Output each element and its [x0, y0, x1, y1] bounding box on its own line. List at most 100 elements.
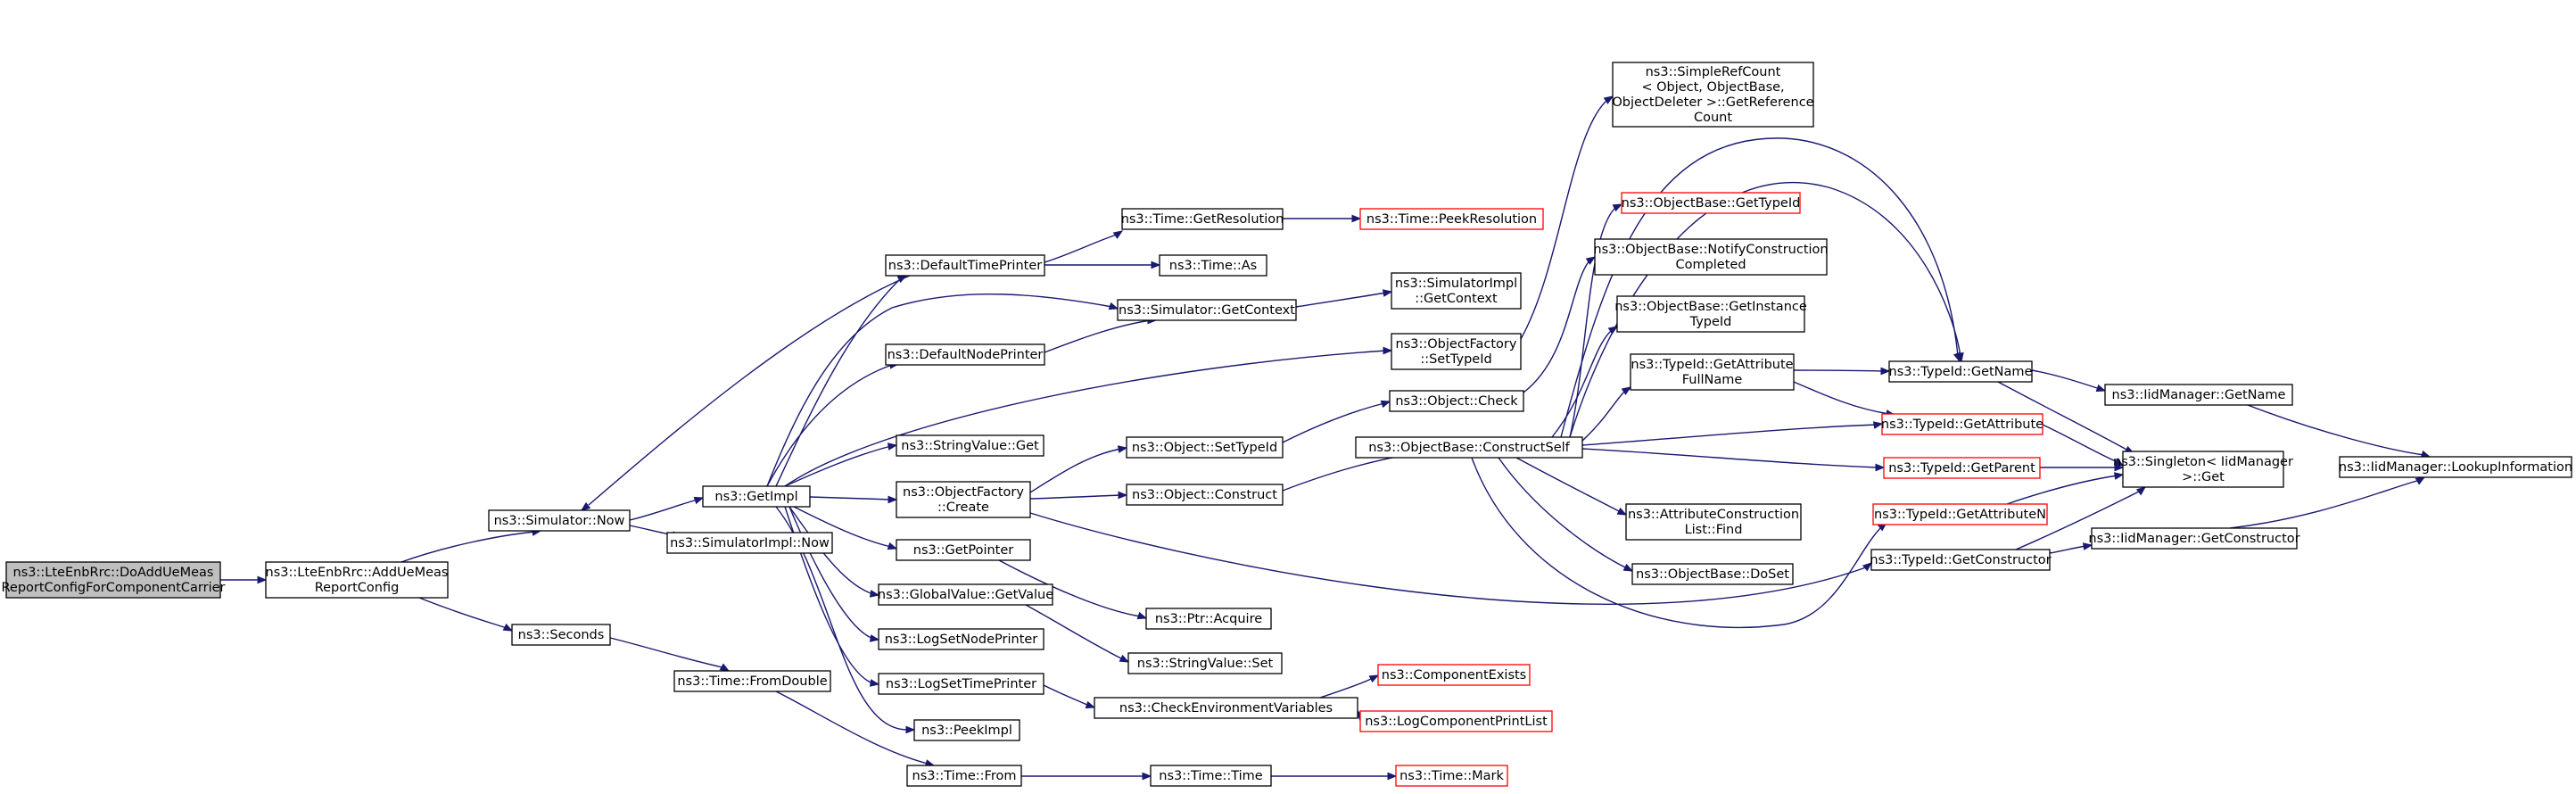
node-timeFrom[interactable]: ns3::Time::From: [906, 765, 1022, 787]
node-tidGetParent[interactable]: ns3::TypeId::GetParent: [1883, 457, 2041, 479]
edge-constructSelf-tidGetAttrFull: [1581, 390, 1626, 442]
arrowhead-seconds-fromDouble: [719, 663, 731, 672]
node-iidLookup[interactable]: ns3::IidManager::LookupInformation: [2339, 456, 2572, 478]
arrowhead-constructSelf-tidGetAttr: [1872, 421, 1884, 429]
node-box: [5, 561, 221, 599]
arrowhead-constructSelf-tidGetAttrFull: [1621, 386, 1632, 395]
node-objFactSetTypeId[interactable]: ns3::ObjectFactory::SetTypeId: [1391, 333, 1522, 370]
node-box: [913, 719, 1020, 741]
node-box: [1616, 295, 1805, 333]
arrowhead-constructSelf-tidGetParent: [1875, 463, 1886, 472]
node-logSetTime[interactable]: ns3::LogSetTimePrinter: [878, 673, 1044, 695]
node-simImplGetContext[interactable]: ns3::SimulatorImpl::GetContext: [1391, 272, 1522, 310]
arrowhead-defTimePrinter-timeAs: [1151, 261, 1161, 269]
node-label: ns3::Time::As: [1169, 259, 1257, 273]
node-box: [878, 628, 1044, 650]
node-box: [511, 624, 611, 646]
node-box: [1594, 238, 1828, 276]
node-seconds[interactable]: ns3::Seconds: [511, 624, 611, 646]
edge-objCheck-obNotify: [1523, 260, 1590, 393]
node-componentExists[interactable]: ns3::ComponentExists: [1377, 664, 1531, 686]
node-refCount[interactable]: ns3::SimpleRefCount< Object, ObjectBase,…: [1612, 62, 1814, 128]
arrowhead-objCheck-obNotify: [1585, 256, 1597, 265]
node-label: ns3::TypeId::GetAttribute: [1631, 358, 1793, 372]
node-singletonGet[interactable]: ns3::Singleton< IidManager>::Get: [2113, 451, 2293, 488]
node-constructSelf[interactable]: ns3::ObjectBase::ConstructSelf: [1355, 436, 1583, 459]
node-tidGetAttrN[interactable]: ns3::TypeId::GetAttributeN: [1872, 503, 2048, 525]
edge-objFactCreate-objSetTypeId: [1029, 448, 1122, 493]
node-objSetTypeId[interactable]: ns3::Object::SetTypeId: [1126, 436, 1284, 459]
node-box: [1094, 697, 1358, 719]
node-label: ns3::Time::FromDouble: [677, 674, 827, 689]
edge-getImpl-simNow: [588, 275, 911, 506]
node-objConstruct[interactable]: ns3::Object::Construct: [1126, 484, 1284, 506]
arrowhead-objFactCreate-objConstruct: [1118, 491, 1128, 500]
node-label: ::SetTypeId: [1420, 352, 1491, 367]
node-fromDouble[interactable]: ns3::Time::FromDouble: [673, 670, 831, 692]
node-box: [1150, 765, 1272, 787]
node-objFactCreate[interactable]: ns3::ObjectFactory::Create: [896, 481, 1031, 518]
node-simImplNow[interactable]: ns3::SimulatorImpl::Now: [666, 532, 833, 554]
arrowhead-tidGetConstructor-iidGetConstructor: [2082, 542, 2093, 550]
node-root[interactable]: ns3::LteEnbRrc::DoAddUeMeasReportConfigF…: [1, 561, 226, 599]
node-timeMark[interactable]: ns3::Time::Mark: [1395, 765, 1508, 787]
node-objCheck[interactable]: ns3::Object::Check: [1389, 390, 1524, 412]
node-iidGetName[interactable]: ns3::IidManager::GetName: [2104, 384, 2293, 406]
node-defTimePrinter[interactable]: ns3::DefaultTimePrinter: [885, 254, 1045, 277]
arrowhead-constructSelf-attrConstrFind: [1616, 507, 1628, 516]
node-defNodePrinter[interactable]: ns3::DefaultNodePrinter: [885, 343, 1045, 366]
node-iidGetConstructor[interactable]: ns3::IidManager::GetConstructor: [2088, 527, 2300, 550]
node-box: [1391, 333, 1522, 370]
edge-objFactCreate-tidGetConstructor: [1029, 512, 1867, 605]
node-label: ns3::IidManager::GetConstructor: [2088, 532, 2299, 546]
node-checkEnv[interactable]: ns3::CheckEnvironmentVariables: [1094, 697, 1358, 719]
node-stringValueGet[interactable]: ns3::StringValue::Get: [896, 434, 1044, 457]
arrowhead-tidGetParent-singletonGet: [2114, 463, 2125, 472]
node-ptrAcquire[interactable]: ns3::Ptr::Acquire: [1145, 608, 1272, 630]
node-box: [1126, 484, 1284, 506]
node-getResolution[interactable]: ns3::Time::GetResolution: [1121, 208, 1284, 230]
call-nodes: ns3::LteEnbRrc::DoAddUeMeasReportConfigF…: [1, 62, 2572, 787]
node-label: ns3::LogSetTimePrinter: [886, 677, 1036, 691]
node-timeTime[interactable]: ns3::Time::Time: [1150, 765, 1272, 787]
node-label: ns3::Time::PeekResolution: [1366, 212, 1537, 227]
node-logCompPrint[interactable]: ns3::LogComponentPrintList: [1359, 710, 1553, 732]
node-box: [1395, 765, 1508, 787]
node-label: ns3::Time::Mark: [1399, 769, 1504, 783]
edge-tidGetAttrFull-tidGetName: [1793, 369, 1885, 372]
edge-constructSelf-tidGetAttrN: [1471, 457, 1883, 628]
node-simNow[interactable]: ns3::Simulator::Now: [488, 509, 631, 532]
node-timeAs[interactable]: ns3::Time::As: [1159, 254, 1267, 277]
node-stringValueSet[interactable]: ns3::StringValue::Set: [1127, 652, 1283, 674]
node-tidGetAttr[interactable]: ns3::TypeId::GetAttribute: [1881, 413, 2043, 435]
node-label: ObjectDeleter >::GetReference: [1612, 95, 1813, 110]
edge-tidGetAttrFull-tidGetAttr: [1793, 381, 1890, 415]
node-globalValue[interactable]: ns3::GlobalValue::GetValue: [878, 583, 1053, 606]
node-tidGetConstructor[interactable]: ns3::TypeId::GetConstructor: [1870, 549, 2052, 571]
node-box: [1359, 208, 1544, 230]
node-box: [878, 583, 1053, 606]
node-label: ns3::GlobalValue::GetValue: [878, 588, 1053, 602]
node-obNotify[interactable]: ns3::ObjectBase::NotifyConstructionCompl…: [1593, 238, 1829, 276]
node-label: FullName: [1682, 373, 1743, 387]
edge-checkEnv-componentExists: [1319, 677, 1374, 699]
arrowhead-getImpl-peekImpl: [905, 725, 916, 734]
node-tidGetName[interactable]: ns3::TypeId::GetName: [1888, 360, 2033, 383]
node-obDoSet[interactable]: ns3::ObjectBase::DoSet: [1631, 563, 1794, 585]
node-simGetContext[interactable]: ns3::Simulator::GetContext: [1117, 299, 1297, 321]
arrowhead-getImpl-globalValue: [869, 590, 880, 598]
edge-getImpl-simGetContext: [766, 293, 1113, 487]
node-peekImpl[interactable]: ns3::PeekImpl: [913, 719, 1020, 741]
node-peekResolution[interactable]: ns3::Time::PeekResolution: [1359, 208, 1544, 230]
node-getImpl[interactable]: ns3::GetImpl: [702, 485, 811, 508]
edge-fromDouble-timeFrom: [775, 691, 929, 765]
node-getPointer[interactable]: ns3::GetPointer: [896, 539, 1031, 561]
node-obGetTypeId[interactable]: ns3::ObjectBase::GetTypeId: [1621, 192, 1801, 214]
edge-objSetTypeId-objCheck: [1282, 402, 1385, 443]
node-label: ns3::SimulatorImpl: [1395, 277, 1517, 291]
node-logSetNode[interactable]: ns3::LogSetNodePrinter: [878, 628, 1044, 650]
